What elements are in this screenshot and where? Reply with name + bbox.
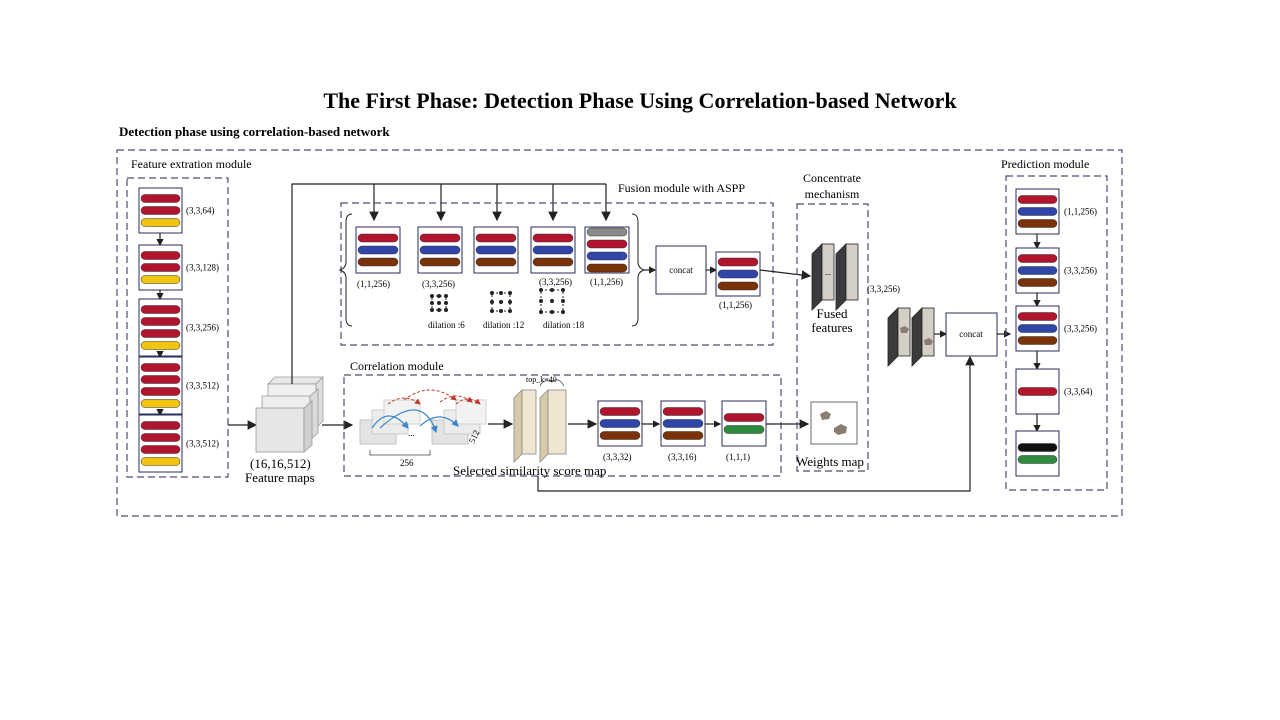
pred-shape: (3,3,256) — [1064, 266, 1097, 276]
aspp-block — [355, 226, 401, 274]
conv-block — [138, 187, 183, 234]
fusion-output-block — [715, 251, 761, 297]
conv-block-shape: (3,3,512) — [186, 439, 219, 449]
corr-block — [597, 400, 643, 447]
correlation-cubes — [359, 389, 487, 456]
combined-shape-label: (3,3,256) — [867, 284, 900, 294]
fused-features-slabs — [811, 243, 859, 311]
aspp-shape: (1,1,256) — [357, 279, 390, 289]
fusion-concat-label: concat — [669, 265, 693, 275]
corr-block — [721, 400, 767, 447]
fusion-left-brace — [338, 213, 353, 327]
fusion-output-shape: (1,1,256) — [719, 300, 752, 310]
feature-maps-shape: (16,16,512) — [250, 456, 311, 471]
aspp-block — [530, 226, 576, 274]
conv-block — [138, 298, 183, 357]
pred-block — [1015, 247, 1060, 294]
outer-frame — [116, 149, 1123, 517]
weights-map-icon — [810, 401, 858, 445]
pred-block — [1015, 188, 1060, 235]
corr-shape: (1,1,1) — [726, 452, 750, 462]
correlation-frame — [343, 374, 782, 477]
aspp-block — [473, 226, 519, 274]
fusion-frame — [340, 202, 774, 346]
aspp-block — [417, 226, 463, 274]
aspp-block — [584, 226, 630, 274]
arrow-fusion-to-fused — [759, 269, 812, 280]
correlation-blocks: (3,3,32) (3,3,16) (1,1,1) — [597, 400, 767, 462]
combined-slabs — [887, 307, 935, 367]
branch-to-fusion — [291, 183, 606, 384]
fusion-right-brace — [631, 213, 646, 327]
aspp-shape: (1,1,256) — [590, 277, 623, 287]
slide-title: The First Phase: Detection Phase Using C… — [323, 88, 957, 113]
fused-dots: ... — [825, 268, 831, 277]
feature-maps-label: Feature maps — [245, 470, 315, 485]
conv-block-shape: (3,3,128) — [186, 263, 219, 273]
fused-features-label-2: features — [811, 320, 852, 335]
conv-block — [138, 414, 183, 473]
conv-block-shape: (3,3,256) — [186, 323, 219, 333]
aspp-shape: (3,3,256) — [422, 279, 455, 289]
topk-label: top_k=40 — [526, 375, 557, 384]
dilation-icons — [430, 288, 565, 314]
feature-extraction-blocks: (3,3,64) (3,3,128) (3,3,256) (3,3,512) (3,3,… — [138, 187, 219, 473]
corr-shape: (3,3,32) — [603, 452, 632, 462]
prediction-frame — [1005, 175, 1108, 491]
diagram-subtitle: Detection phase using correlation-based … — [119, 124, 390, 139]
pred-block — [1015, 430, 1060, 477]
correlation-label: Correlation module — [350, 359, 444, 373]
topk-slabs — [513, 379, 567, 463]
correlation-to-concat-line — [537, 355, 975, 492]
prediction-label: Prediction module — [1001, 157, 1089, 171]
feature-extraction-frame — [126, 177, 229, 478]
dilation-12-label: dilation :12 — [483, 320, 524, 330]
pred-shape: (1,1,256) — [1064, 207, 1097, 217]
concentrate-label-2: mechanism — [805, 187, 860, 201]
feature-maps-stack — [255, 376, 324, 453]
feature-extraction-label: Feature extration module — [131, 157, 252, 171]
weights-map-label: Weights map — [796, 454, 864, 469]
dilation-6-label: dilation :6 — [428, 320, 465, 330]
conv-block — [138, 244, 183, 291]
fused-features-label-1: Fused — [816, 306, 848, 321]
pred-shape: (3,3,64) — [1064, 387, 1093, 397]
corr-shape: (3,3,16) — [668, 452, 697, 462]
prediction-blocks: (1,1,256) (3,3,256) (3,3,256) (3,3,64) — [1015, 188, 1097, 477]
dilation-12-icon — [490, 291, 512, 313]
correlation-dim-256: 256 — [400, 458, 414, 468]
dilation-18-icon — [539, 288, 565, 314]
score-map-label: Selected similarity score map — [453, 463, 606, 478]
pred-shape: (3,3,256) — [1064, 324, 1097, 334]
fusion-concat-box — [655, 245, 707, 295]
conv-block-shape: (3,3,64) — [186, 206, 215, 216]
conv-block-shape: (3,3,512) — [186, 381, 219, 391]
final-concat-label: concat — [959, 329, 983, 339]
fusion-label: Fusion module with ASPP — [618, 181, 745, 195]
pred-block — [1015, 305, 1060, 352]
fusion-input-arrows — [369, 184, 611, 222]
concentrate-label-1: Concentrate — [803, 171, 861, 185]
dilation-18-label: dilation :18 — [543, 320, 585, 330]
correlation-dots: ... — [408, 428, 415, 438]
pred-block — [1015, 368, 1060, 415]
final-concat-box — [945, 312, 998, 357]
conv-block — [138, 356, 183, 415]
dilation-6-icon — [430, 294, 448, 312]
concentrate-frame — [796, 203, 869, 472]
fusion-output-block: (1,1,256) — [715, 251, 761, 310]
aspp-shape: (3,3,256) — [539, 277, 572, 287]
fusion-blocks: (1,1,256) (3,3,256) (3,3,256) (1,1,256) — [355, 226, 630, 289]
corr-block — [660, 400, 706, 447]
